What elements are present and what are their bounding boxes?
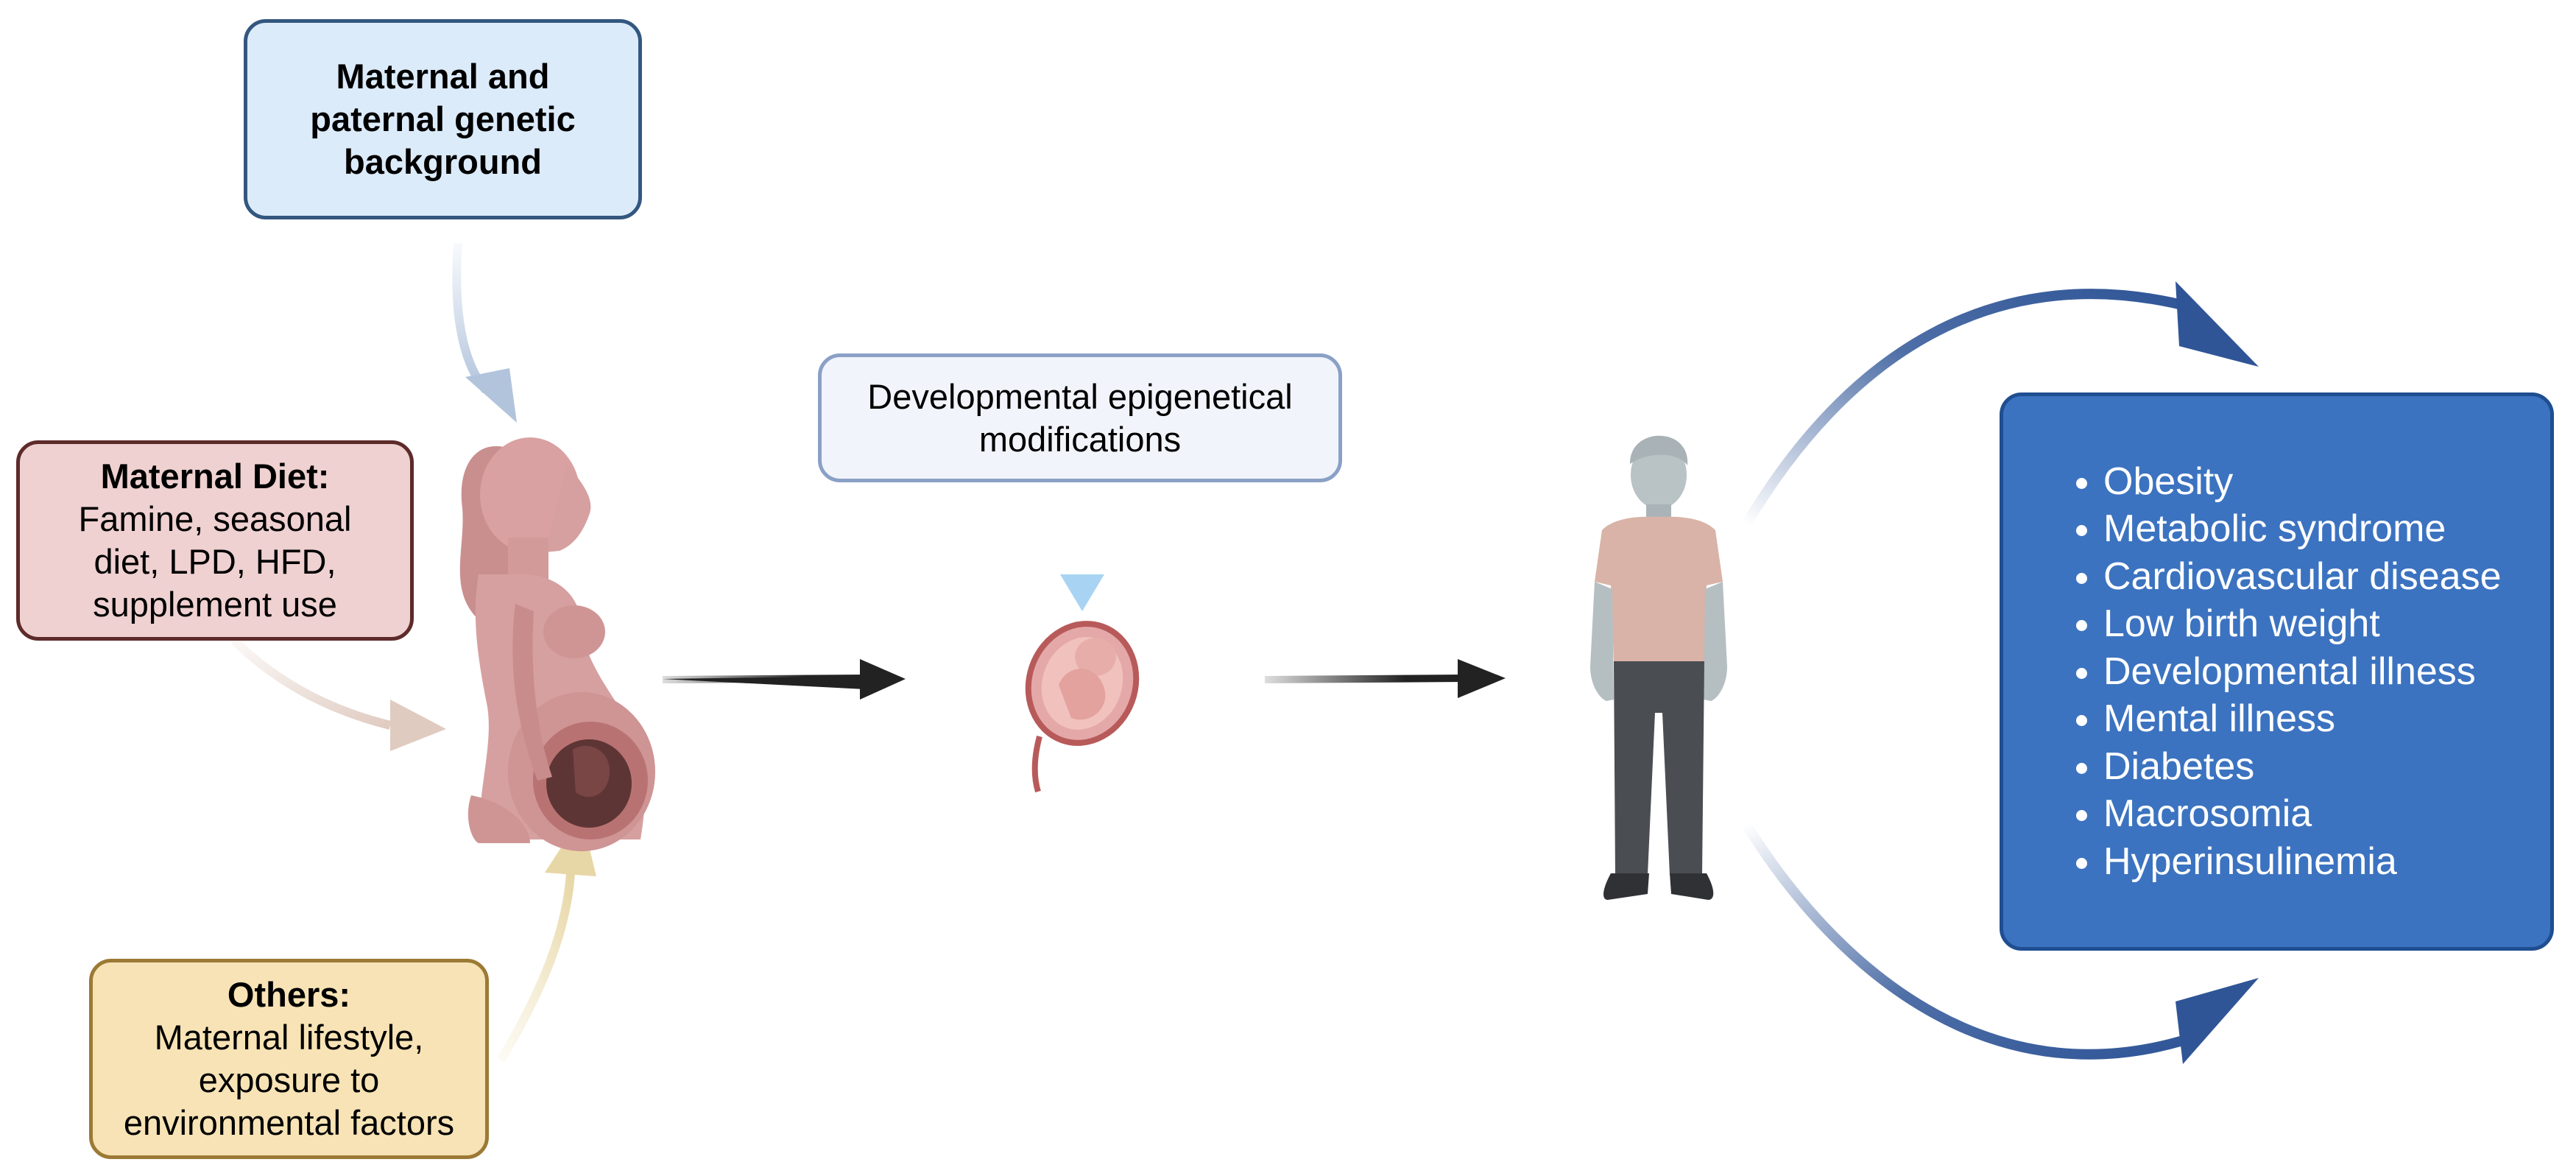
- genetic-background-label: Maternal and paternal genetic background: [310, 57, 576, 181]
- outcome-item: Low birth weight: [2103, 600, 2545, 648]
- others-box: Others: Maternal lifestyle, exposure to …: [89, 959, 489, 1159]
- fetus-to-adult-arrow: [1264, 659, 1506, 698]
- diet-to-mother-arrow: [230, 637, 446, 751]
- adult-to-outcomes-top-arrow: [1741, 281, 2259, 527]
- genetic-to-mother-arrow: [452, 242, 517, 423]
- epigenetic-modifications-box: Developmental epigenetical modifications: [818, 353, 1342, 482]
- outcome-item: Metabolic syndrome: [2103, 505, 2545, 553]
- outcome-item: Mental illness: [2103, 695, 2545, 743]
- outcome-item: Macrosomia: [2103, 790, 2545, 838]
- outcome-item: Hyperinsulinemia: [2103, 838, 2545, 886]
- epigenetic-to-fetus-arrow: [1060, 502, 1104, 611]
- outcome-item: Developmental illness: [2103, 648, 2545, 696]
- outcomes-box: Obesity Metabolic syndrome Cardiovascula…: [2000, 392, 2554, 951]
- fetus-icon: [1025, 621, 1140, 793]
- outcomes-list: Obesity Metabolic syndrome Cardiovascula…: [2003, 458, 2545, 886]
- pregnant-woman-icon: [459, 437, 655, 851]
- outcome-item: Obesity: [2103, 458, 2545, 506]
- maternal-diet-title: Maternal Diet:: [100, 457, 330, 496]
- genetic-background-box: Maternal and paternal genetic background: [244, 19, 642, 219]
- outcome-item: Cardiovascular disease: [2103, 553, 2545, 601]
- outcome-item: Diabetes: [2103, 743, 2545, 791]
- others-title: Others:: [227, 975, 351, 1014]
- others-to-mother-arrow: [496, 816, 596, 1063]
- adult-person-icon: [1590, 435, 1727, 900]
- epigenetic-modifications-label: Developmental epigenetical modifications: [867, 376, 1293, 459]
- others-body: Maternal lifestyle, exposure to environm…: [123, 1018, 455, 1142]
- maternal-diet-box: Maternal Diet: Famine, seasonal diet, LP…: [16, 440, 414, 641]
- maternal-diet-body: Famine, seasonal diet, LPD, HFD, supplem…: [78, 499, 352, 624]
- adult-to-outcomes-bottom-arrow: [1742, 822, 2259, 1064]
- mother-to-fetus-arrow: [662, 659, 906, 700]
